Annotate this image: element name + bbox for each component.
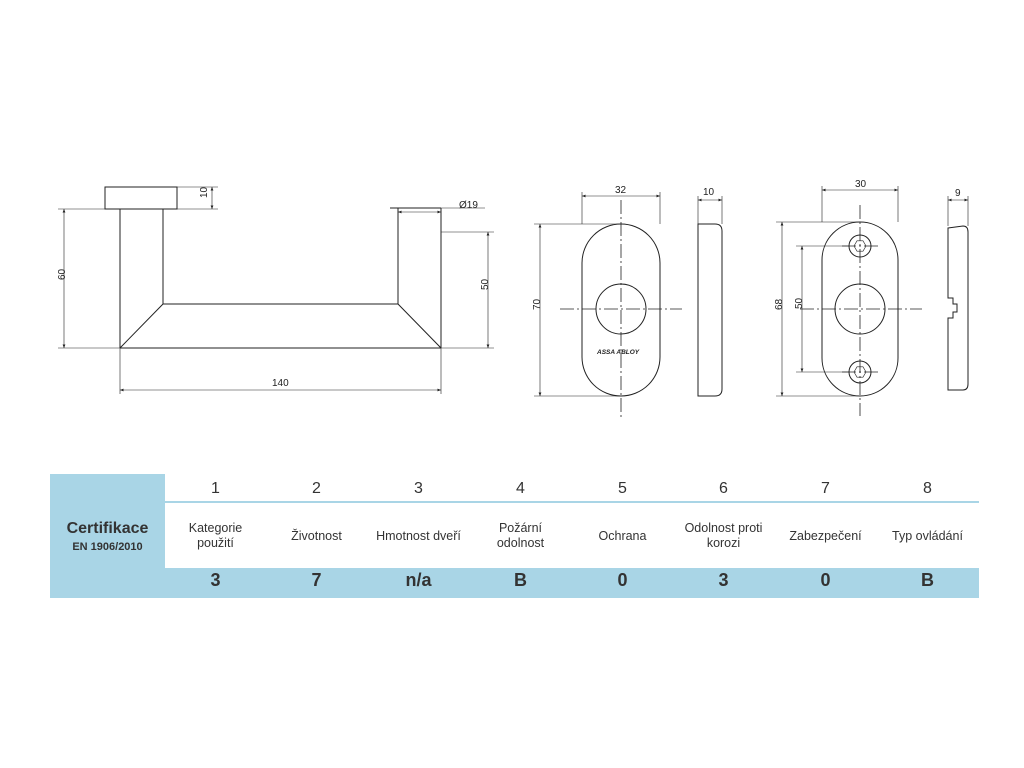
- column-number: 7: [821, 480, 830, 497]
- certification-column: 6 Odolnost proti korozi 3: [673, 474, 774, 598]
- column-value: n/a: [405, 570, 432, 590]
- dim-32: 32: [615, 185, 627, 196]
- dim-140: 140: [272, 378, 289, 389]
- escutcheon-front-drawing: 30 68 50: [774, 179, 922, 416]
- column-number: 5: [618, 480, 627, 497]
- column-name: Požární odolnost: [496, 521, 545, 550]
- rosette-side-drawing: 10: [697, 187, 723, 397]
- certification-column: 1 Kategorie použití 3: [165, 474, 266, 598]
- column-name: Typ ovládání: [892, 528, 963, 543]
- dim-diameter-19: Ø19: [459, 200, 478, 211]
- certification-column: 3 Hmotnost dveří n/a: [368, 474, 469, 598]
- dim-10-handle: 10: [199, 186, 210, 198]
- column-value: 0: [617, 570, 628, 590]
- column-name: Odolnost proti korozi: [684, 521, 763, 550]
- rosette-front-drawing: ASSA ABLOY 32 70: [532, 185, 682, 418]
- dim-70: 70: [532, 298, 543, 310]
- column-name: Životnost: [291, 528, 342, 543]
- certification-standard: EN 1906/2010: [72, 541, 143, 553]
- dim-50-handle: 50: [480, 278, 491, 290]
- certification-column: 4 Požární odolnost B: [470, 474, 571, 598]
- dim-68: 68: [774, 298, 785, 310]
- column-value: 3: [210, 570, 221, 590]
- column-value: 3: [718, 570, 729, 590]
- column-number: 3: [414, 480, 423, 497]
- column-value: B: [921, 570, 934, 590]
- certification-label-cell: Certifikace EN 1906/2010: [50, 474, 165, 598]
- dim-9: 9: [955, 188, 961, 199]
- certification-table: Certifikace EN 1906/2010 1 Kategorie pou…: [50, 474, 979, 598]
- certification-column: 2 Životnost 7: [266, 474, 367, 598]
- column-name: Ochrana: [598, 528, 647, 543]
- column-number: 1: [211, 480, 220, 497]
- column-value: 0: [820, 570, 831, 590]
- column-number: 2: [312, 480, 321, 497]
- certification-column: 8 Typ ovládání B: [877, 474, 978, 598]
- dim-30: 30: [855, 179, 867, 190]
- column-value: B: [514, 570, 527, 590]
- value-row-band: [165, 568, 979, 598]
- certification-column: 5 Ochrana 0: [572, 474, 673, 598]
- certification-column: 7 Zabezpečení 0: [775, 474, 876, 598]
- certification-title: Certifikace: [66, 520, 149, 537]
- column-name: Zabezpečení: [789, 528, 862, 543]
- dim-10-rosette: 10: [703, 187, 715, 198]
- escutcheon-side-drawing: 9: [947, 188, 969, 391]
- number-row-divider: [165, 501, 979, 503]
- column-number: 8: [923, 480, 932, 497]
- rosette-brand: ASSA ABLOY: [596, 349, 640, 356]
- technical-drawing: 10 Ø19 60 50 140 ASSA ABLOY 32 70: [57, 179, 969, 418]
- column-name: Kategorie použití: [188, 521, 243, 550]
- column-number: 6: [719, 480, 728, 497]
- column-name: Hmotnost dveří: [376, 528, 461, 543]
- column-value: 7: [311, 570, 322, 590]
- handle-drawing: 10 Ø19 60 50 140: [57, 186, 494, 394]
- column-number: 4: [516, 480, 525, 497]
- dim-60: 60: [57, 268, 68, 280]
- dim-50-escutcheon: 50: [794, 297, 805, 309]
